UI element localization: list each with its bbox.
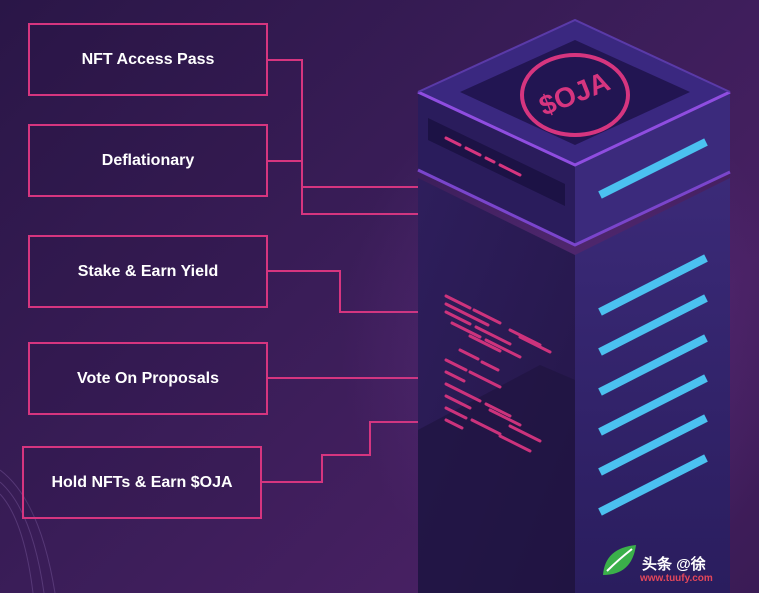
connector-deflationary — [268, 160, 418, 215]
connector-nft-access-pass — [268, 59, 418, 188]
feature-label: Stake & Earn Yield — [77, 262, 219, 280]
watermark-url: www.tuufy.com — [640, 573, 713, 584]
watermark-text: 头条 @徐 — [642, 556, 706, 573]
feature-label: Deflationary — [101, 151, 195, 169]
feature-vote-on-proposals: Vote On Proposals — [28, 342, 268, 415]
tower-side-face — [575, 178, 730, 593]
logo-ring — [520, 53, 630, 137]
decorative-arcs — [0, 469, 56, 593]
feature-label: Vote On Proposals — [77, 369, 219, 387]
side-stripes — [598, 254, 708, 516]
feature-stake-earn-yield: Stake & Earn Yield — [28, 235, 268, 308]
feature-label: NFT Access Pass — [81, 50, 215, 68]
feature-hold-nfts-earn: Hold NFTs & Earn $OJA — [22, 446, 262, 519]
leaf-icon — [603, 545, 636, 575]
server-tower — [340, 18, 759, 593]
feature-nft-access-pass: NFT Access Pass — [28, 23, 268, 96]
feature-label: Hold NFTs & Earn $OJA — [51, 473, 233, 491]
code-glyph — [444, 294, 552, 453]
feature-deflationary: Deflationary — [28, 124, 268, 197]
